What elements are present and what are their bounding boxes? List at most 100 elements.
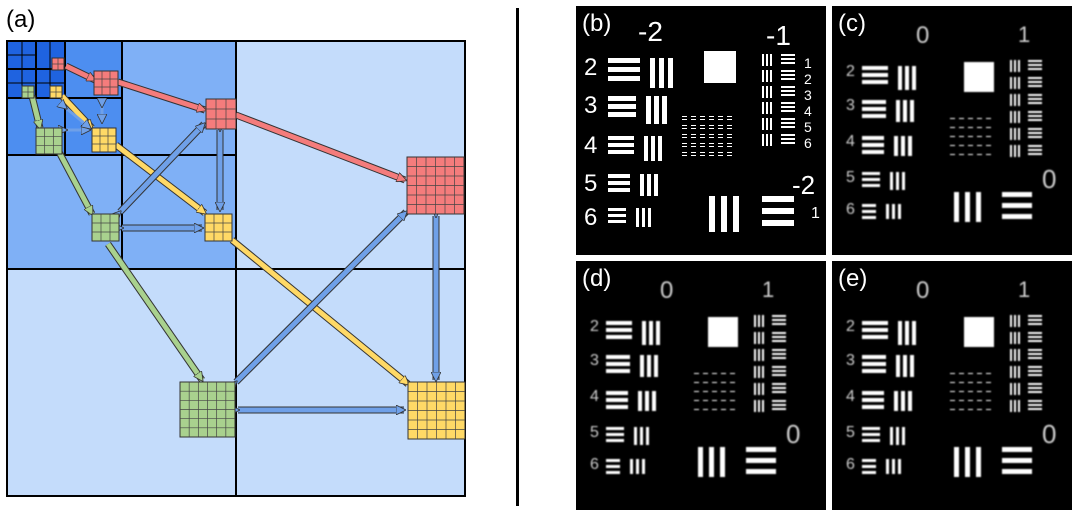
target-bar: [709, 155, 714, 156]
target-bar: [862, 143, 884, 147]
target-bar: [1018, 366, 1020, 378]
target-bar: [977, 400, 982, 401]
target-bar: [772, 408, 786, 410]
target-bar: [977, 409, 982, 410]
target-bar: [950, 382, 955, 383]
target-bar: [772, 370, 786, 372]
target-bar: [772, 366, 786, 368]
target-bar: [721, 382, 726, 383]
target-bar: [712, 373, 717, 374]
target-bar: [950, 154, 955, 155]
target-bar: [1028, 400, 1042, 402]
target-bar: [691, 128, 696, 129]
target-bar: [718, 125, 723, 126]
target-bar: [758, 366, 760, 378]
target-bar: [910, 100, 914, 122]
target-bar: [862, 427, 880, 430]
target-bar: [1010, 332, 1012, 344]
target-bar: [1002, 203, 1032, 208]
target-bar: [727, 119, 732, 120]
target-bar: [968, 391, 973, 392]
target-bar: [912, 321, 916, 345]
target-bar: [638, 391, 642, 411]
target-bar: [903, 355, 907, 377]
target-bar: [640, 355, 644, 377]
target-bar: [977, 391, 982, 392]
target-bar: [1028, 319, 1042, 321]
target-bar: [772, 404, 786, 406]
target-bar: [986, 409, 991, 410]
target-bar: [646, 427, 649, 445]
target-bar: [1028, 119, 1042, 121]
target-bar: [708, 317, 738, 347]
green-block-l0: [21, 85, 35, 99]
target-bar: [1010, 128, 1012, 140]
target-bar: [1018, 349, 1020, 361]
target-bar: [1018, 60, 1020, 72]
element-number: 1: [811, 205, 820, 222]
target-bar: [781, 94, 795, 96]
target-bar: [727, 128, 732, 129]
target-bar: [986, 391, 991, 392]
target-bar: [659, 58, 664, 88]
target-bar: [1010, 400, 1012, 412]
target-bar: [606, 439, 624, 442]
target-bar: [651, 136, 655, 161]
target-bar: [772, 323, 786, 325]
target-bar: [682, 134, 687, 135]
target-bar: [762, 366, 764, 378]
target-bar: [727, 137, 732, 138]
target-bar: [606, 391, 628, 395]
target-bar: [754, 366, 756, 378]
target-bar: [606, 328, 632, 332]
target-bar: [718, 146, 723, 147]
target-bar: [986, 400, 991, 401]
element-number: 3: [846, 97, 855, 114]
target-bar: [772, 349, 786, 351]
target-bar: [649, 321, 653, 345]
target-bar: [862, 369, 886, 373]
target-bar: [762, 196, 794, 202]
target-bar: [862, 204, 876, 207]
group-label-top-left: 0: [660, 277, 674, 304]
yellow-block-l1: [91, 127, 117, 153]
group-label-top-left: -2: [638, 16, 663, 47]
target-bar: [968, 400, 973, 401]
target-bar: [862, 465, 876, 468]
target-bar: [1010, 60, 1012, 72]
target-bar: [781, 74, 795, 76]
target-bar: [862, 66, 888, 70]
green-block-l3: [179, 381, 236, 438]
target-bar: [781, 102, 795, 104]
target-bar: [968, 136, 973, 137]
group-label-top-right: -1: [766, 20, 791, 51]
target-bar: [986, 154, 991, 155]
target-bar: [727, 152, 732, 153]
target-bar: [606, 433, 624, 436]
target-bar: [762, 208, 794, 214]
target-bar: [1028, 68, 1042, 70]
element-number: 2: [590, 318, 599, 335]
group-label-top-left: 0: [916, 277, 930, 304]
target-bar: [862, 405, 884, 409]
target-bar: [762, 102, 764, 114]
target-bar: [896, 172, 899, 190]
target-bar: [862, 150, 884, 154]
target-bar: [1002, 214, 1032, 219]
target-bar: [1028, 336, 1042, 338]
target-bar: [730, 400, 735, 401]
target-bar: [890, 172, 893, 190]
target-bar: [704, 51, 736, 83]
target-bar: [1028, 353, 1042, 355]
target-bar: [691, 143, 696, 144]
target-bar: [1014, 128, 1016, 140]
target-bar: [959, 382, 964, 383]
target-bar: [1028, 64, 1042, 66]
target-bar: [654, 174, 658, 196]
target-bar: [1010, 111, 1012, 123]
target-bar: [986, 382, 991, 383]
target-bar: [896, 100, 900, 122]
target-bar: [608, 112, 636, 117]
